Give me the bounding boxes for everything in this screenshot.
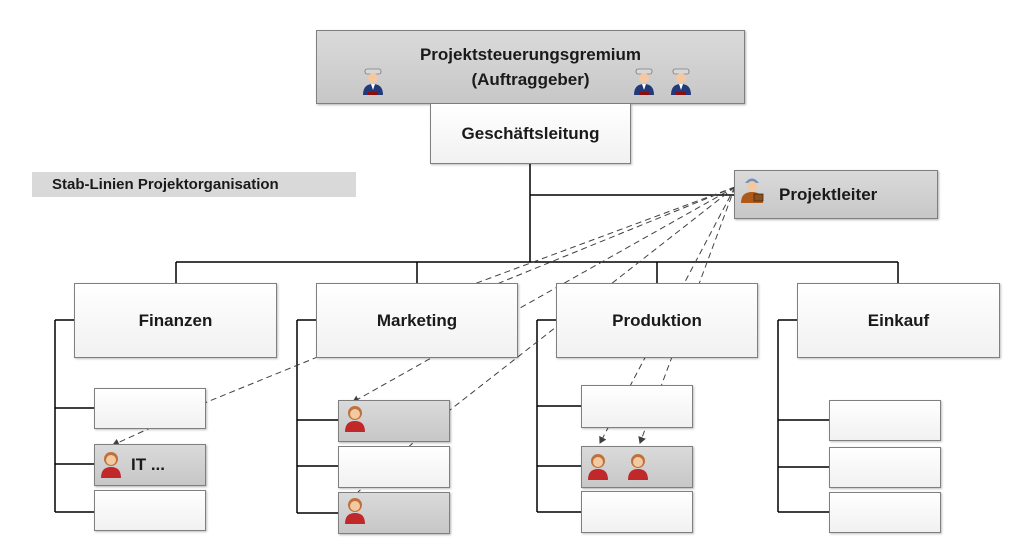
steering-committee-subtitle: (Auftraggeber) [471, 70, 590, 89]
sub-unit-box [829, 400, 941, 441]
department-einkauf: Einkauf [797, 283, 1000, 358]
sub-unit-box [829, 492, 941, 533]
sub-unit-box [581, 491, 693, 533]
department-finanzen: Finanzen [74, 283, 277, 358]
management-box: Geschäftsleitung [430, 104, 631, 164]
team-member-icon [345, 498, 365, 524]
management-label: Geschäftsleitung [461, 123, 600, 143]
department-marketing: Marketing [316, 283, 518, 358]
team-member-icon [588, 454, 608, 480]
diagram-title: Stab-Linien Projektorganisation [32, 172, 356, 197]
department-label: Einkauf [867, 310, 930, 330]
manager-icon [363, 68, 383, 95]
department-label: Finanzen [138, 310, 213, 330]
sub-unit-label: IT ... [131, 455, 165, 474]
sub-unit-box [338, 446, 450, 488]
steering-committee-box: Projektsteuerungsgremium (Auftraggeber) [316, 30, 745, 104]
team-member-icon [101, 452, 121, 478]
department-label: Marketing [376, 310, 458, 330]
manager-icon [634, 68, 654, 95]
sub-unit-box [94, 388, 206, 429]
steering-committee-title: Projektsteuerungsgremium [419, 45, 642, 64]
department-produktion: Produktion [556, 283, 758, 358]
department-label: Produktion [612, 310, 702, 330]
project-leader-label: Projektleiter [779, 184, 878, 204]
manager-icon [671, 68, 691, 95]
project-leader-icon [741, 178, 764, 203]
team-member-icon [628, 454, 648, 480]
project-leader-box: Projektleiter [734, 170, 938, 219]
team-member-icon [345, 406, 365, 432]
sub-unit-box [581, 385, 693, 428]
sub-unit-box [94, 490, 206, 531]
sub-unit-box [829, 447, 941, 488]
